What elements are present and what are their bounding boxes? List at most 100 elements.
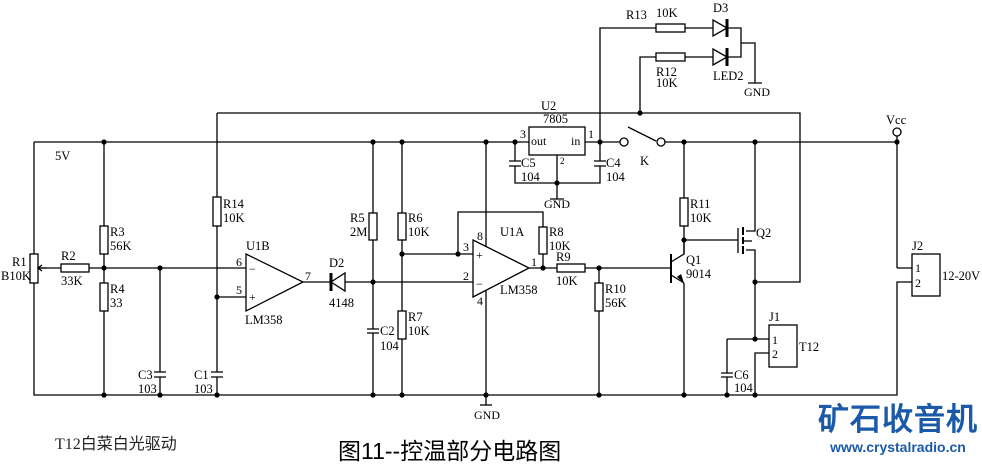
resistor-r3 — [99, 225, 109, 255]
resistor-r14 — [212, 196, 222, 227]
r10-ref: R10 — [605, 282, 626, 296]
c2-value: 104 — [380, 339, 400, 353]
u1b-pin7: 7 — [305, 269, 311, 283]
resistor-r2 — [60, 263, 90, 273]
c2-ref: C2 — [380, 324, 395, 338]
resistor-r13 — [655, 23, 686, 33]
u2-in-label: in — [571, 134, 580, 148]
led-led2 — [712, 47, 729, 67]
c5-ref: C5 — [521, 156, 536, 170]
r8-ref: R8 — [549, 225, 564, 239]
r8-value: 10K — [549, 239, 571, 253]
c4-ref: C4 — [606, 156, 621, 170]
r9-value: 10K — [556, 274, 578, 288]
u1a-plus: + — [476, 248, 483, 262]
k-ref: K — [640, 154, 649, 168]
r3-ref: R3 — [110, 225, 125, 239]
mosfet-q2 — [737, 227, 752, 254]
u1b-pin5: 5 — [236, 283, 242, 297]
j2-pin1: 1 — [915, 261, 921, 275]
u1a-minus: − — [476, 277, 483, 291]
j1-pin2: 2 — [772, 347, 778, 361]
r7-value: 10K — [408, 324, 430, 338]
gnd-label-led: GND — [744, 85, 770, 99]
c5-value: 104 — [521, 170, 541, 184]
transistor-q1 — [670, 240, 685, 284]
resistor-r4 — [99, 282, 109, 312]
caption-note: T12白菜白光驱动 — [55, 436, 177, 453]
labels: 5V Vcc GND GND GND R1 B10K R2 33K R3 56K… — [1, 1, 980, 422]
switch-k[interactable] — [619, 126, 666, 147]
d2-value: 4148 — [329, 296, 354, 310]
r11-ref: R11 — [690, 197, 710, 211]
u1a-pin1: 1 — [531, 255, 537, 269]
c3-value: 103 — [138, 382, 157, 396]
r12-ref: R12 — [656, 65, 677, 79]
u1a-pin3: 3 — [463, 240, 469, 254]
u2-pin3: 3 — [520, 127, 526, 141]
r12-value: 10K — [656, 76, 678, 90]
gnd-label: GND — [474, 408, 500, 422]
resistor-r1 — [29, 253, 39, 284]
u1a-pin2: 2 — [463, 269, 469, 283]
led2-ref: LED2 — [713, 69, 744, 83]
j2-value: 12-20V — [942, 269, 980, 283]
d2-ref: D2 — [329, 256, 344, 270]
figure-title: 图11--控温部分电路图 — [338, 438, 562, 464]
rail-vcc-label: Vcc — [886, 113, 907, 127]
r2-value: 33K — [61, 274, 83, 288]
regulator-u2 — [528, 126, 586, 156]
junctions — [101, 110, 900, 398]
r11-value: 10K — [690, 211, 712, 225]
u1b-value: LM358 — [245, 313, 283, 327]
u1b-plus: + — [249, 290, 256, 304]
watermark-logo: 矿石收音机 www.crystalradio.cn — [818, 402, 978, 456]
q2-ref: Q2 — [756, 226, 771, 240]
resistors — [29, 23, 689, 340]
resistor-r8 — [538, 226, 548, 255]
u1a-value: LM358 — [500, 283, 538, 297]
u1b-pin6: 6 — [236, 255, 242, 269]
connector-j2 — [911, 253, 941, 297]
watermark-url: www.crystalradio.cn — [830, 439, 966, 455]
r1-ref: R1 — [12, 255, 27, 269]
r4-value: 33 — [110, 296, 123, 310]
d3-ref: D3 — [713, 1, 728, 15]
opamp-u1b — [245, 252, 305, 313]
u2-pin2: 2 — [560, 156, 565, 166]
r5-value: 2M — [350, 225, 367, 239]
r4-ref: R4 — [110, 282, 125, 296]
r3-value: 56K — [110, 239, 132, 253]
u2-pin1: 1 — [588, 127, 594, 141]
resistor-r12 — [655, 52, 686, 62]
opamp-u1a — [472, 238, 531, 299]
c1-value: 103 — [194, 382, 213, 396]
u1b-minus: − — [249, 262, 256, 276]
j2-ref: J2 — [912, 239, 923, 253]
c4-value: 104 — [606, 170, 626, 184]
resistor-r6 — [397, 212, 407, 241]
q1-value: 9014 — [686, 267, 712, 281]
resistor-r5 — [368, 212, 378, 241]
resistor-r9 — [556, 263, 586, 273]
watermark-name: 矿石收音机 — [818, 402, 978, 437]
j1-ref: J1 — [769, 310, 780, 324]
led-d3 — [712, 18, 729, 38]
c1-ref: C1 — [194, 368, 209, 382]
r6-ref: R6 — [408, 211, 423, 225]
c6-value: 104 — [734, 381, 754, 395]
u1a-ref: U1A — [500, 225, 524, 239]
vcc-terminal — [892, 127, 902, 137]
resistor-r10 — [594, 282, 604, 312]
u2-ref: U2 — [541, 99, 556, 113]
r7-ref: R7 — [408, 310, 423, 324]
gnd-label-u2: GND — [544, 197, 570, 211]
resistor-r11 — [679, 197, 689, 227]
u1a-pin8: 8 — [477, 229, 483, 243]
resistor-r7 — [397, 310, 407, 340]
j1-pin1: 1 — [772, 333, 778, 347]
r9-ref: R9 — [556, 250, 571, 264]
r6-value: 10K — [408, 225, 430, 239]
r13-ref: R13 — [626, 8, 647, 22]
